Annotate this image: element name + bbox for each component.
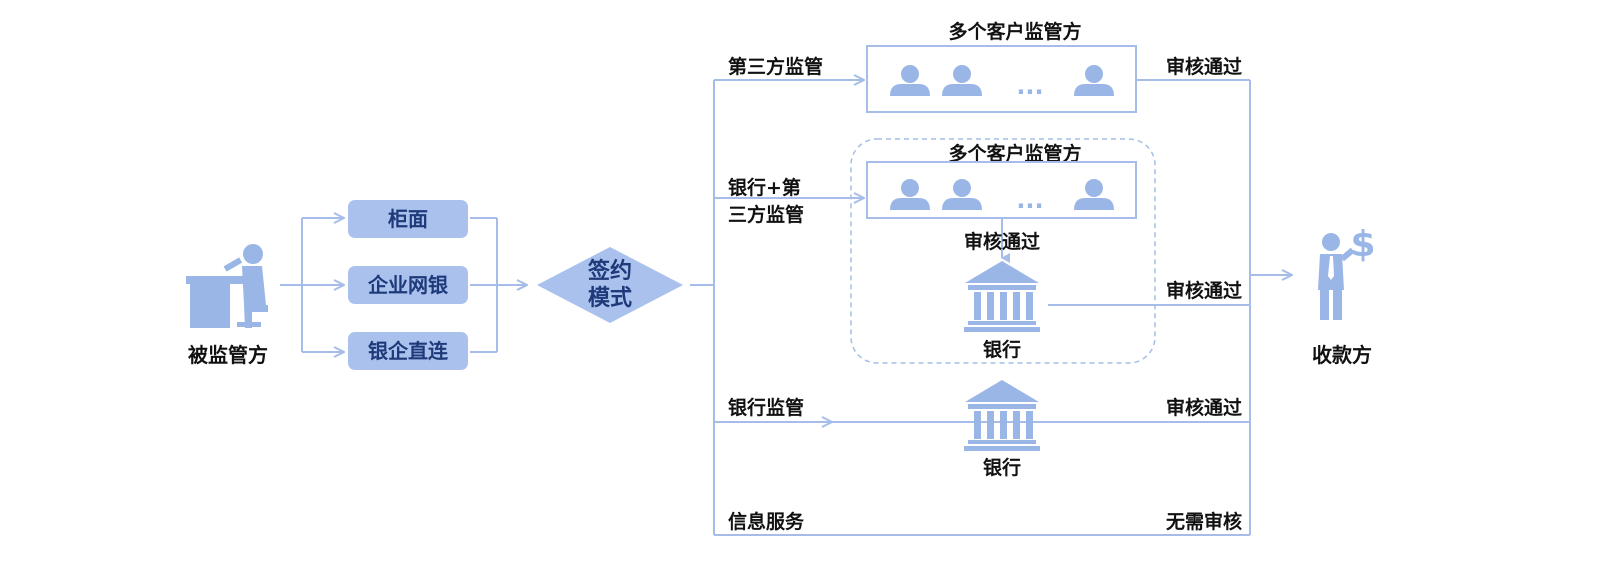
signing-mode-line2: 模式	[588, 286, 632, 311]
route-bank-label: 银行监管	[728, 396, 804, 419]
ellipsis-2: ...	[1016, 186, 1043, 214]
route-lines	[690, 80, 1292, 536]
channel-direct-connect: 银企直连	[348, 332, 468, 370]
payee-label: 收款方	[1312, 343, 1372, 367]
businessman-icon	[1318, 233, 1355, 320]
person-icon	[890, 65, 930, 96]
route-info-label: 信息服务	[728, 510, 805, 533]
group-title-2: 多个客户监管方	[948, 142, 1081, 165]
channel-counter-label: 柜面	[388, 207, 428, 231]
monitored-party-label: 被监管方	[188, 343, 268, 367]
bank-icon	[964, 261, 1040, 332]
client-supervisors-box-1: ...	[866, 45, 1137, 113]
desk-worker-icon	[186, 244, 268, 328]
signing-mode-line1: 签约	[587, 258, 632, 284]
client-supervisors-box-2: ...	[866, 161, 1137, 219]
bank-third-party-group	[850, 138, 1156, 364]
route-bank-third-label-2: 三方监管	[728, 203, 804, 226]
route-bank-third-result: 审核通过	[1166, 279, 1242, 302]
bank-label-1: 银行	[983, 338, 1021, 361]
route-bank-result: 审核通过	[1166, 396, 1242, 419]
channel-counter: 柜面	[348, 200, 468, 238]
channel-online-banking: 企业网银	[348, 266, 468, 304]
channel-direct-connect-label: 银企直连	[368, 339, 449, 363]
route-bank-third-label-1: 银行+第	[728, 176, 801, 199]
bank-label-2: 银行	[983, 456, 1021, 479]
person-icon	[942, 65, 982, 96]
bank-icon	[964, 380, 1040, 451]
route-third-party-label: 第三方监管	[728, 55, 823, 78]
channel-connectors	[280, 218, 527, 352]
dollar-sign-icon: $	[1350, 224, 1375, 265]
ellipsis-1: ...	[1016, 72, 1043, 100]
inner-approval-label: 审核通过	[964, 230, 1040, 253]
person-icon	[1074, 65, 1114, 96]
route-third-party-result: 审核通过	[1166, 55, 1242, 78]
signing-mode-diamond: 签约 模式	[537, 247, 683, 323]
route-info-result: 无需审核	[1166, 510, 1242, 533]
channel-online-banking-label: 企业网银	[367, 273, 449, 297]
group-title-1: 多个客户监管方	[948, 20, 1081, 43]
